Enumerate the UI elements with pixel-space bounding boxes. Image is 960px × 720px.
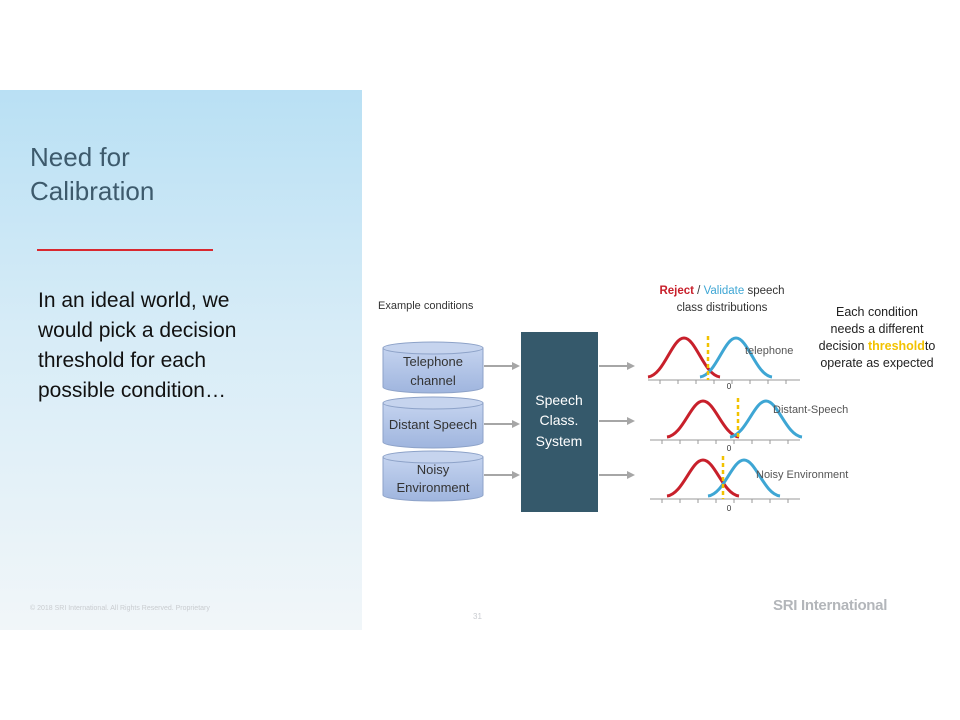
distribution-telephone: 0 telephone	[647, 336, 800, 391]
condition-label: Noisy	[417, 462, 450, 477]
slide: Need for Calibration In an ideal world, …	[0, 90, 960, 630]
body-line: In an ideal world, we	[38, 289, 230, 312]
condition-tag: telephone	[745, 345, 793, 357]
condition-tag: Noisy Environment	[756, 469, 848, 481]
calibration-diagram: Example conditions Noisy Environment Dis…	[378, 285, 936, 513]
body-line: possible condition…	[38, 379, 226, 402]
zero-label: 0	[727, 444, 732, 453]
condition-label: channel	[410, 373, 456, 388]
note-line: needs a different	[831, 322, 924, 336]
threshold-note: Each condition needs a different decisio…	[819, 305, 936, 370]
condition-telephone: Telephone channel	[382, 341, 484, 394]
zero-label: 0	[727, 504, 732, 513]
condition-label: Distant Speech	[389, 417, 477, 432]
condition-label: Environment	[397, 480, 470, 495]
condition-noisy: Noisy Environment	[382, 450, 484, 502]
validate-curve	[707, 458, 781, 498]
copyright-notice: © 2018 SRI International. All Rights Res…	[30, 605, 210, 612]
page-number: 31	[473, 612, 482, 621]
note-line: operate as expected	[820, 356, 933, 370]
reject-label: Reject	[659, 285, 694, 297]
zero-label: 0	[727, 382, 732, 391]
speech-class-system-box: Speech Class. System	[521, 332, 598, 512]
title-divider	[37, 249, 213, 251]
distribution-distant-speech: 0 Distant-Speech	[650, 398, 848, 453]
title-line: Need for	[30, 142, 130, 172]
validate-curve	[729, 399, 803, 439]
validate-curve	[699, 336, 773, 379]
body-line: would pick a decision	[38, 319, 237, 342]
system-label: Speech	[535, 392, 582, 408]
reject-curve	[666, 458, 740, 498]
reject-curve	[666, 399, 740, 439]
condition-distant-speech: Distant Speech	[382, 396, 484, 449]
validate-label: Validate	[704, 285, 745, 297]
left-panel: Need for Calibration In an ideal world, …	[0, 90, 362, 630]
distribution-noisy-environment: 0 Noisy Environment	[650, 456, 848, 513]
conditions-heading: Example conditions	[378, 300, 474, 312]
title-line: Calibration	[30, 176, 155, 206]
threshold-highlight: threshold	[868, 339, 925, 353]
system-label: System	[536, 433, 583, 449]
body-text: In an ideal world, we would pick a decis…	[38, 286, 338, 406]
distribution-heading-line1: Reject / Validate speech	[659, 285, 784, 297]
heading-slash: /	[694, 285, 704, 297]
note-line: decision thresholdto	[819, 339, 936, 353]
sri-logo: SRI International	[773, 597, 888, 614]
system-label: Class.	[540, 412, 579, 428]
condition-label: Telephone	[403, 354, 463, 369]
heading-rest: speech	[744, 285, 784, 297]
distribution-heading-line2: class distributions	[677, 302, 768, 314]
slide-title: Need for Calibration	[30, 140, 154, 208]
body-line: threshold for each	[38, 349, 207, 372]
condition-tag: Distant-Speech	[773, 404, 848, 416]
note-line: Each condition	[836, 305, 918, 319]
